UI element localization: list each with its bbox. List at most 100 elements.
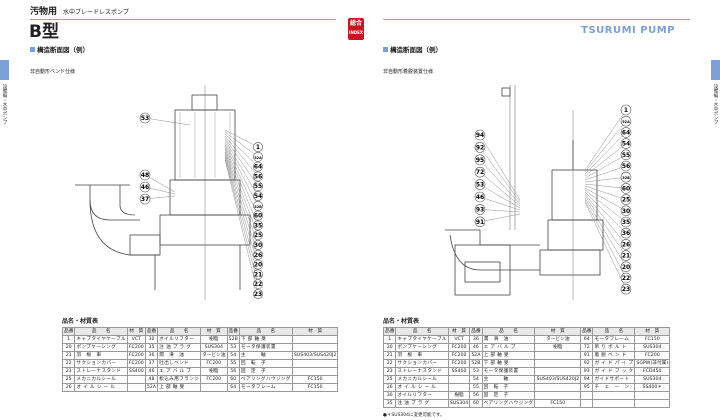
material-cell: [534, 351, 582, 360]
leader-line: [224, 133, 259, 167]
callout-number: 52B: [254, 205, 262, 209]
leader-line: [224, 135, 259, 177]
part-name-cell: 上 部 軸 受: [157, 383, 202, 392]
callout-number: 23: [254, 291, 262, 298]
callout-circle: [139, 193, 151, 205]
part-name-cell: キャブタイヤケーブル: [74, 335, 128, 344]
part-name-cell: チ ェ ー ン: [592, 383, 636, 392]
part-name-cell: 固 定 子: [481, 391, 536, 400]
leader-line: [224, 151, 259, 255]
callout-number: 30: [622, 208, 630, 215]
material-cell: 樹脂: [534, 343, 582, 352]
callout-number: 46: [141, 184, 149, 191]
table-header-cell: 品番: [580, 327, 594, 336]
part-number-cell: [580, 399, 594, 408]
callout-circle: [253, 259, 263, 270]
callout-number: 64: [254, 164, 262, 171]
material-cell: FC200: [447, 359, 471, 368]
callout-number: 93: [476, 206, 484, 213]
footnote: ●＊SUS304に変更可能です。: [383, 413, 445, 418]
leader-line: [479, 209, 521, 213]
page-title: B型: [29, 22, 59, 42]
callout-number: 48: [141, 172, 149, 179]
material-cell: SS400: [126, 367, 146, 376]
callout-number: 95: [476, 157, 484, 164]
part-name-cell: 吊 り ボ ル ト: [592, 343, 636, 352]
callout-circle: [620, 194, 632, 205]
part-name-cell: 潤 滑 油: [157, 351, 202, 360]
part-number-cell: 64: [226, 383, 240, 392]
part-number-cell: 46: [469, 343, 483, 352]
callout-number: 26: [622, 241, 630, 248]
material-cell: FC200: [200, 359, 228, 368]
callout-circle: [253, 161, 263, 172]
material-cell: [534, 383, 582, 392]
table-header-cell: 品番: [144, 327, 159, 336]
side-tab-right[interactable]: [711, 60, 720, 80]
callout-circle: [620, 205, 632, 217]
material-cell: 樹脂: [447, 391, 471, 400]
leader-line: [479, 159, 521, 205]
part-name-cell: 注 油 プ ラ グ: [395, 399, 449, 408]
leader-line: [144, 174, 176, 193]
right-pump-drawing: [445, 85, 604, 300]
leader-line: [144, 117, 191, 126]
side-tab-left[interactable]: [0, 60, 9, 80]
leader-line: [584, 165, 627, 181]
part-number-cell: 35: [144, 343, 159, 352]
table-header-cell: 材 質: [200, 327, 228, 336]
callout-number: 55: [622, 152, 630, 159]
part-number-cell: 52A: [144, 383, 159, 392]
leader-line: [224, 137, 259, 187]
callout-number: 46: [476, 194, 484, 201]
callout-circle: [474, 216, 486, 228]
material-cell: FC150: [291, 375, 339, 384]
part-name-cell: ガ イ ド パ イ プ: [592, 359, 636, 368]
callout-circle: [474, 154, 486, 166]
callout-number: 1: [256, 144, 260, 151]
material-cell: SGPW(非付属): [634, 359, 671, 368]
callout-circle: [474, 166, 486, 178]
side-tab-left-label: 設備編・水中ポンプ: [2, 84, 7, 125]
part-number-cell: 37: [144, 359, 159, 368]
part-number-cell: 22: [61, 359, 76, 368]
material-cell: SS400＊: [634, 383, 671, 392]
leader-line: [224, 153, 259, 265]
part-number-cell: 60: [226, 375, 240, 384]
table-header-cell: 品番: [469, 327, 483, 336]
part-name-cell: ベアリングハウジング: [238, 375, 293, 384]
callout-circle: [620, 250, 632, 261]
leader-line: [584, 183, 627, 189]
leader-line: [224, 155, 259, 275]
leader-line: [584, 187, 627, 211]
leader-line: [224, 139, 259, 197]
leader-line: [584, 121, 627, 173]
part-name-cell: ガ イ ド フ ッ ク: [592, 367, 636, 376]
part-number-cell: 22: [382, 359, 397, 368]
leader-line: [584, 195, 627, 256]
callout-number: 20: [254, 262, 262, 269]
material-cell: [534, 359, 582, 368]
callout-circle: [253, 171, 263, 182]
leader-line: [584, 154, 627, 179]
callout-number: 94: [476, 132, 484, 139]
leader-line: [479, 134, 521, 201]
part-number-cell: 23: [382, 367, 397, 376]
part-number-cell: 23: [61, 367, 76, 376]
part-name-cell: 潤 滑 油: [481, 335, 536, 344]
category-label: 汚物用水中ブレードレスポンプ: [30, 7, 129, 17]
part-number-cell: 35: [382, 399, 397, 408]
callout-circle: [253, 279, 263, 290]
material-cell: [126, 383, 146, 392]
part-name-cell: モータフレーム: [238, 383, 293, 392]
part-name-cell: 下 部 軸 受: [481, 359, 536, 368]
part-number-cell: 21: [382, 351, 397, 360]
